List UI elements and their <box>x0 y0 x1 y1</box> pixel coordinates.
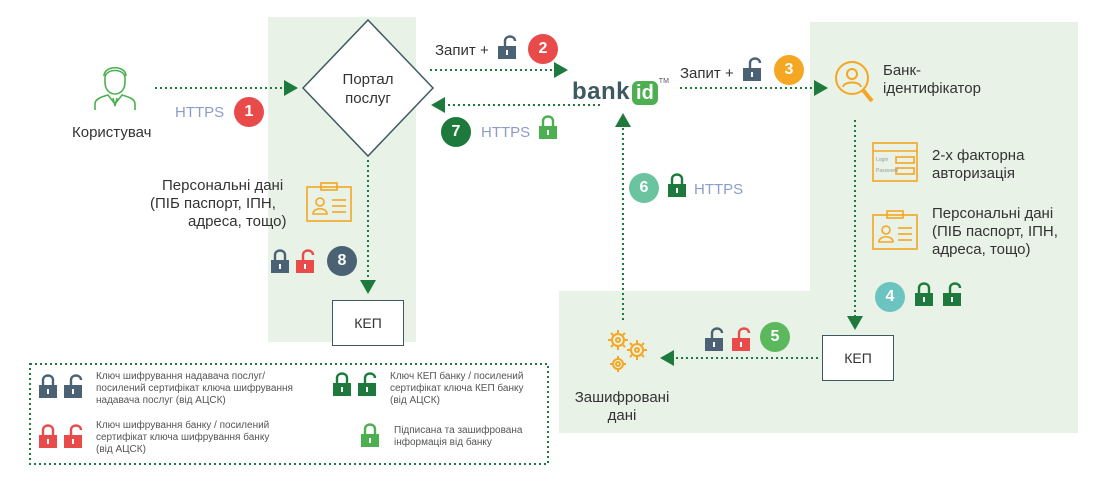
step-badge-3: 3 <box>774 55 804 85</box>
encrypted-label-line1: Зашифровані <box>574 389 670 406</box>
identifier-label-line2: ідентифікатор <box>883 80 981 97</box>
portal-title-line1: Портал <box>342 71 394 88</box>
open-lock-icon-slate <box>705 327 724 351</box>
step-badge-5: 5 <box>760 322 790 352</box>
portal-diamond <box>301 18 435 158</box>
encrypted-label-line2: дані <box>607 407 637 424</box>
legend-frame <box>29 363 549 465</box>
open-lock-icon-red <box>732 327 751 351</box>
id-card-icon-left <box>306 182 352 222</box>
identifier-label-line1: Банк- <box>883 62 922 79</box>
step-badge-2: 2 <box>528 34 558 64</box>
open-lock-icon-dark-green <box>943 282 962 306</box>
kep-left-label: КЕП <box>354 315 382 331</box>
personal-left-line2: (ПІБ паспорт, ІПН, <box>150 195 276 212</box>
legend-signed-line2: інформація від банку <box>394 437 492 448</box>
closed-lock-icon-green <box>668 173 686 197</box>
personal-right-line3: адреса, тощо) <box>932 241 1031 258</box>
step-badge-4: 4 <box>875 282 905 312</box>
id-card-icon-right <box>872 210 918 250</box>
legend-provider-line2: посилений сертифікат ключа шифрування <box>96 383 293 394</box>
user-icon <box>94 66 136 110</box>
legend-provider-line1: Ключ шифрування надавача послуг/ <box>96 371 266 382</box>
auth-label-line1: 2-х факторна <box>932 147 1025 164</box>
open-lock-icon-dark-green <box>358 372 377 396</box>
auth-label-line2: авторизація <box>932 165 1016 182</box>
legend-bank-enc-line1: Ключ шифрування банку / посилений <box>96 420 270 431</box>
legend-signed-line1: Підписана та зашифрована <box>394 425 523 436</box>
kep-box-right: КЕП <box>822 335 894 381</box>
user-label: Користувач <box>72 124 152 141</box>
step-badge-7: 7 <box>441 117 471 147</box>
login-form-login-text: Login <box>876 157 889 163</box>
step-badge-1: 1 <box>234 97 264 127</box>
personal-left-line3: адреса, тощо) <box>188 213 287 230</box>
legend-bank-kep-line2: сертифікат ключа КЕП банку <box>390 383 524 394</box>
open-lock-icon-slate <box>64 374 83 398</box>
step-badge-8: 8 <box>327 246 357 276</box>
open-lock-icon-slate <box>498 35 517 59</box>
closed-lock-icon-red <box>39 424 57 448</box>
closed-lock-icon-green <box>539 115 557 139</box>
legend-bank-enc-line2: сертифікат ключа шифрування банку <box>96 432 270 443</box>
closed-lock-icon-dark-green <box>333 372 351 396</box>
closed-lock-icon-slate <box>39 374 57 398</box>
bankid-tm-text: TM <box>658 78 669 85</box>
kep-box-left: КЕП <box>332 300 404 346</box>
closed-lock-icon-dark-green <box>915 282 933 306</box>
personal-left-line1: Персональні дані <box>162 177 284 194</box>
open-lock-icon-red <box>296 249 315 273</box>
gears-icon <box>608 330 647 372</box>
legend-bank-kep-line1: Ключ КЕП банку / посилений <box>390 371 524 382</box>
open-lock-icon-red <box>64 424 83 448</box>
request-label-2: Запит + <box>435 42 489 59</box>
closed-lock-icon-slate <box>271 249 289 273</box>
bankid-id-text: id <box>632 81 658 105</box>
personal-right-line1: Персональні дані <box>932 205 1054 222</box>
bankid-brand-text: bank <box>572 78 631 105</box>
personal-right-line2: (ПІБ паспорт, ІПН, <box>932 223 1058 240</box>
login-form-icon <box>872 142 918 182</box>
login-form-password-text: Password <box>876 168 898 174</box>
https-label-1: HTTPS <box>175 104 225 121</box>
legend-bank-enc-line3: (від АЦСК) <box>96 444 146 455</box>
portal-title-line2: послуг <box>345 90 391 107</box>
bank-panel-lower <box>559 291 1078 433</box>
request-label-3: Запит + <box>680 65 734 82</box>
closed-lock-icon-green <box>361 423 379 447</box>
legend-provider-line3: надавача послуг (від АЦСК) <box>96 395 226 406</box>
open-lock-icon-slate <box>743 57 762 81</box>
https-label-6: HTTPS <box>694 181 744 198</box>
kep-right-label: КЕП <box>844 350 872 366</box>
identifier-search-icon <box>835 61 874 103</box>
https-label-7: HTTPS <box>481 124 531 141</box>
legend-bank-kep-line3: (від АЦСК) <box>390 395 440 406</box>
step-badge-6: 6 <box>629 173 659 203</box>
